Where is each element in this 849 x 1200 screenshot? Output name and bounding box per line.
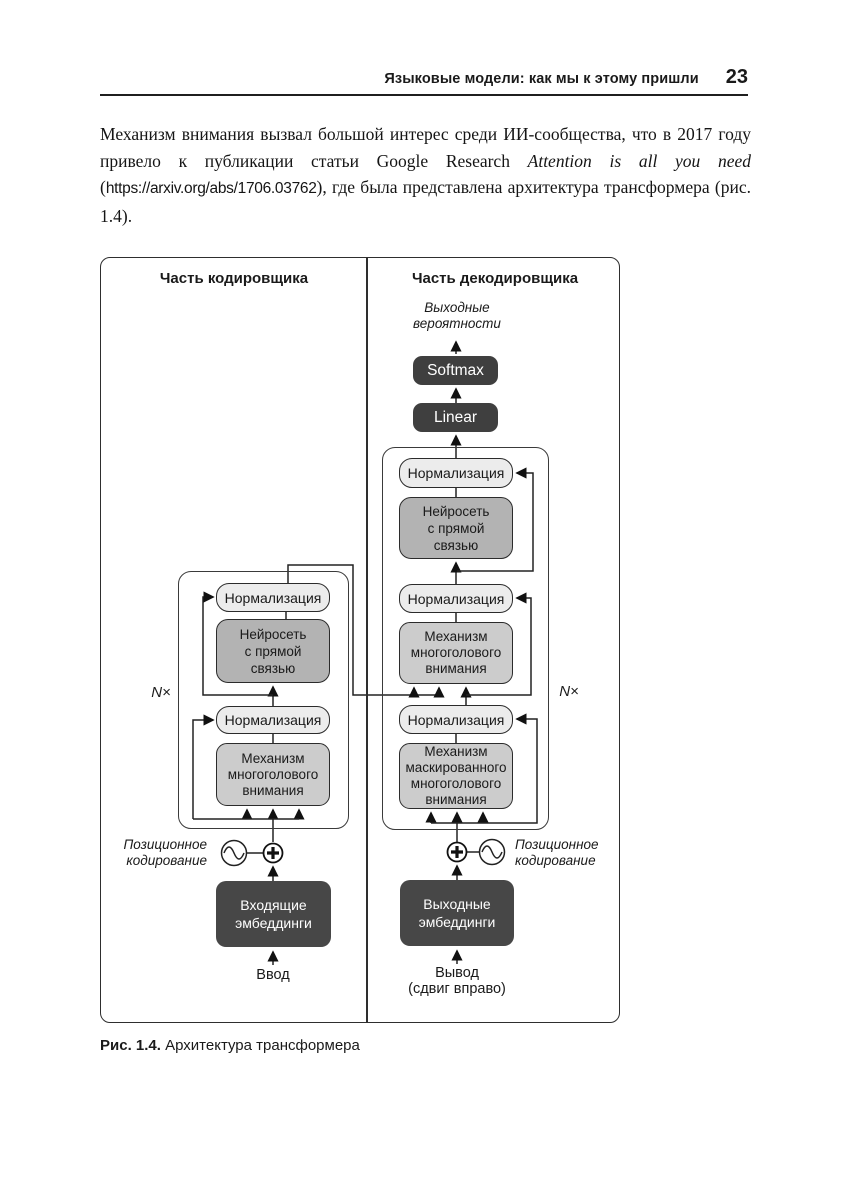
page-header: Языковые модели: как мы к этому пришли 2… xyxy=(100,66,748,89)
article-title-cont: you need xyxy=(657,150,751,171)
encoder-multihead-attention-box: Механизм многоголового внимания xyxy=(216,743,330,806)
input-embeddings-box: Входящие эмбеддинги xyxy=(216,881,331,947)
figure-caption-text: Архитектура трансформера xyxy=(160,1037,360,1054)
encoder-norm-top-box: Нормализация xyxy=(216,583,330,612)
add-icon xyxy=(262,842,284,864)
figure-transformer-architecture: Часть кодировщика Часть декодировщика Вы… xyxy=(100,257,620,1023)
paragraph-text-end: ), где была представлена архитектура тра… xyxy=(100,177,751,226)
decoder-multihead-attention-box: Механизм многоголового внимания xyxy=(399,622,513,684)
arxiv-url: https://arxiv.org/abs/1706.03762 xyxy=(105,180,317,198)
encoder-positional-encoding-label: Позиционное кодирование xyxy=(123,837,207,868)
linear-box: Linear xyxy=(413,403,498,432)
decoder-stack-container xyxy=(382,447,549,830)
positional-encoding-icon xyxy=(220,839,248,867)
encoder-norm-bottom-box: Нормализация xyxy=(216,706,330,734)
decoder-norm-bottom-box: Нормализация xyxy=(399,705,513,734)
decoder-n-times-label: N× xyxy=(559,683,579,700)
decoder-feed-forward-box: Нейросеть с прямой связью xyxy=(399,497,513,559)
decoder-norm-mid-box: Нормализация xyxy=(399,584,513,613)
encoder-column-header: Часть кодировщика xyxy=(159,270,309,287)
output-label: Вывод (сдвиг вправо) xyxy=(408,965,506,997)
running-head-title: Языковые модели: как мы к этому пришли xyxy=(384,71,699,87)
output-probabilities-label: Выходные вероятности xyxy=(413,300,501,331)
decoder-column-header: Часть декодировщика xyxy=(411,270,579,287)
figure-caption: Рис. 1.4. Архитектура трансформера xyxy=(100,1037,360,1054)
decoder-positional-encoding-label: Позиционное кодирование xyxy=(515,837,599,868)
positional-encoding-icon xyxy=(478,838,506,866)
figure-caption-label: Рис. 1.4. xyxy=(100,1037,161,1054)
paren-open: ( xyxy=(100,177,106,198)
decoder-masked-attention-box: Механизм маскированного многоголового вн… xyxy=(399,743,513,809)
paragraph-text: Механизм внимания вызвал большой интерес… xyxy=(100,124,751,171)
input-label: Ввод xyxy=(256,967,290,983)
encoder-stack-container xyxy=(178,571,349,829)
encoder-feed-forward-box: Нейросеть с прямой связью xyxy=(216,619,330,683)
article-title: Attention is all xyxy=(527,150,658,171)
decoder-norm-top-box: Нормализация xyxy=(399,458,513,488)
body-paragraph: Механизм внимания вызвал большой интерес… xyxy=(100,121,751,229)
header-rule xyxy=(100,94,748,96)
encoder-n-times-label: N× xyxy=(151,684,171,701)
softmax-box: Softmax xyxy=(413,356,498,385)
add-icon xyxy=(446,841,468,863)
page-number: 23 xyxy=(725,66,748,88)
column-divider xyxy=(366,258,368,1022)
diagram-connections xyxy=(192,340,538,965)
output-embeddings-box: Выходные эмбеддинги xyxy=(400,880,514,946)
